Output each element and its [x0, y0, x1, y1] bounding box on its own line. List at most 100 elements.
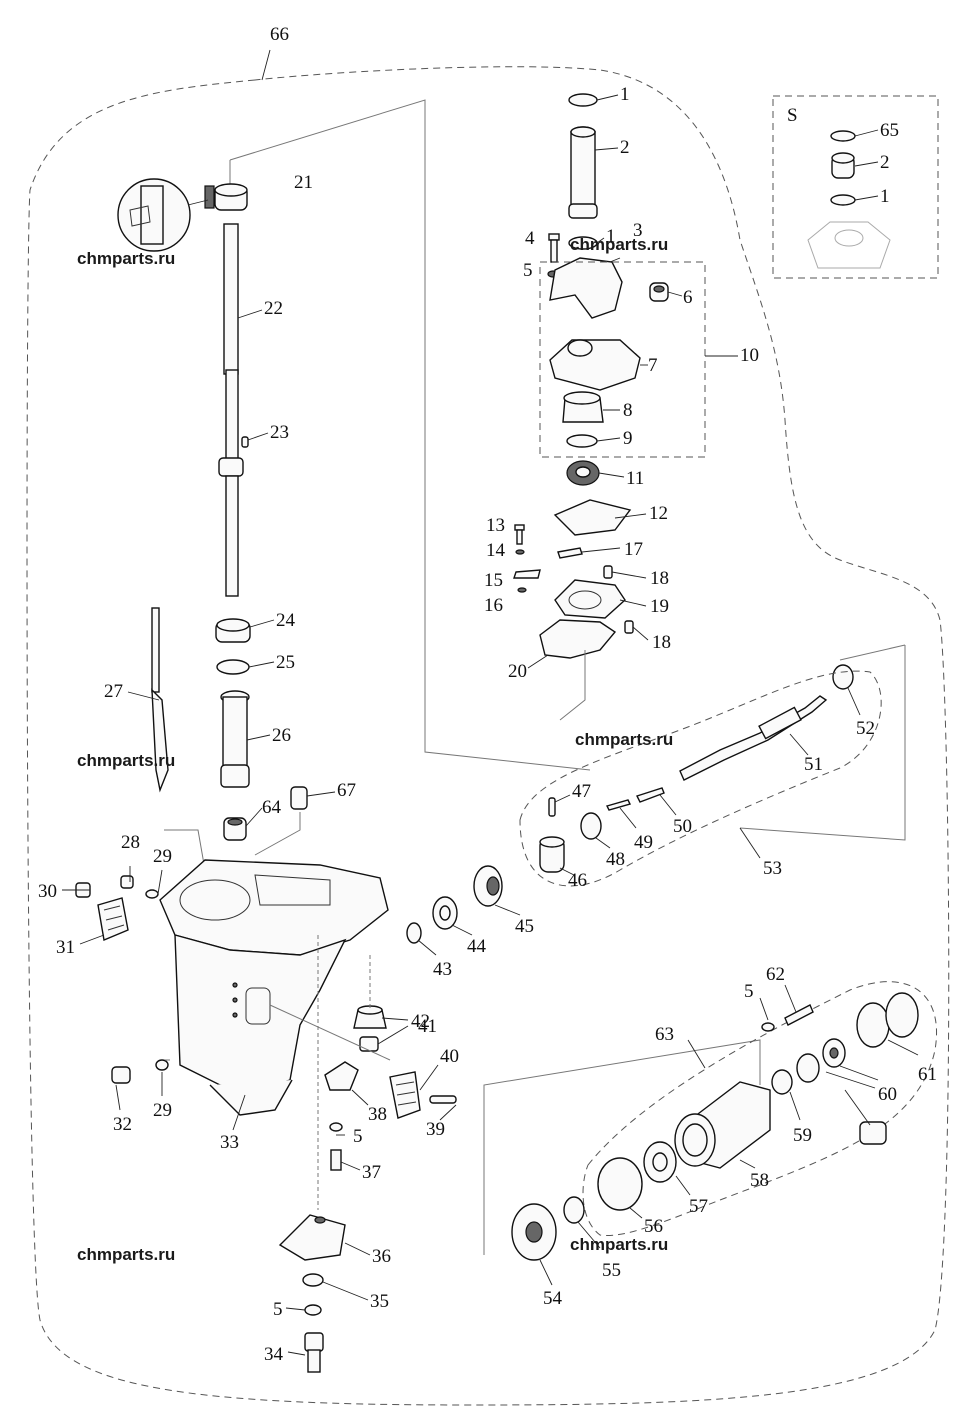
callout-34: 34 — [264, 1344, 284, 1365]
oring-25 — [216, 659, 250, 675]
cap-58 — [674, 1081, 771, 1169]
callout-29a: 29 — [153, 846, 172, 867]
callout-35: 35 — [370, 1291, 389, 1312]
washer-35 — [302, 1273, 324, 1287]
driveshaft-22 — [218, 223, 244, 597]
callout-50: 50 — [673, 816, 692, 837]
callout-64: 64 — [262, 797, 282, 818]
bolt-39 — [429, 1095, 457, 1104]
pin-49 — [605, 799, 632, 811]
callout-29b: 29 — [153, 1100, 172, 1121]
bushing-67 — [290, 786, 308, 810]
callout-65: 65 — [880, 120, 899, 141]
watermark-2: chmparts.ru — [570, 235, 668, 254]
kit-oring-1 — [830, 194, 856, 206]
impeller-11 — [566, 460, 600, 486]
leader-66 — [261, 49, 271, 81]
callout-18a: 18 — [650, 568, 669, 589]
kit-oring-65 — [830, 130, 856, 142]
callout-2a: 2 — [620, 137, 630, 158]
callout-44: 44 — [467, 936, 487, 957]
watermark-3: chmparts.ru — [77, 751, 175, 770]
callout-66: 66 — [270, 24, 289, 45]
callout-1b: 1 — [606, 226, 616, 247]
bolt-37 — [330, 1149, 342, 1171]
insert-cup-8 — [562, 391, 604, 423]
callout-54: 54 — [543, 1288, 563, 1309]
callout-11: 11 — [626, 468, 644, 489]
washer-43 — [406, 922, 422, 944]
anode-31 — [97, 897, 129, 941]
clutch-46 — [539, 836, 565, 873]
callout-33: 33 — [220, 1132, 239, 1153]
callout-22: 22 — [264, 298, 283, 319]
kit-grommet-2 — [831, 152, 855, 179]
gear-54 — [511, 1203, 557, 1261]
kit-box-s — [772, 95, 939, 279]
washer-29b — [155, 1059, 169, 1071]
plate-20 — [539, 619, 617, 659]
kit-marker-s: S — [787, 105, 798, 126]
callout-59: 59 — [793, 1125, 812, 1146]
callout-4: 4 — [525, 228, 535, 249]
seal-tool-ghost — [859, 1121, 887, 1145]
plate-3 — [549, 257, 623, 319]
watermark-6: chmparts.ru — [570, 1235, 668, 1254]
callout-7: 7 — [648, 355, 658, 376]
callout-51: 51 — [804, 754, 823, 775]
callout-52: 52 — [856, 718, 875, 739]
callout-12: 12 — [649, 503, 668, 524]
callout-17: 17 — [624, 539, 643, 560]
driveshaft-bushings-21 — [204, 183, 248, 211]
callout-49: 49 — [634, 832, 653, 853]
callout-37: 37 — [362, 1162, 381, 1183]
callout-56: 56 — [644, 1216, 663, 1237]
washer-29a — [145, 889, 159, 899]
anode-36 — [278, 1214, 346, 1261]
pin-47 — [548, 797, 556, 817]
washer-16 — [517, 587, 527, 593]
callout-5a: 5 — [523, 260, 533, 281]
pin-18b — [624, 620, 634, 634]
callout-41-visible: 41 — [418, 1016, 437, 1037]
callout-32: 32 — [113, 1114, 132, 1135]
watermark-4: chmparts.ru — [575, 730, 673, 749]
plug-32 — [111, 1066, 131, 1084]
callout-5c: 5 — [353, 1126, 363, 1147]
callout-20: 20 — [508, 661, 527, 682]
callout-10: 10 — [740, 345, 759, 366]
callout-62: 62 — [766, 964, 785, 985]
bearing-59 — [771, 1069, 793, 1095]
callout-28: 28 — [121, 832, 140, 853]
callout-63: 63 — [655, 1024, 674, 1045]
callout-5b: 5 — [273, 1299, 283, 1320]
callout-46: 46 — [568, 870, 587, 891]
callout-19: 19 — [650, 596, 669, 617]
callout-42: 42 — [411, 1011, 430, 1032]
callout-6: 6 — [683, 287, 693, 308]
tube-26 — [220, 690, 250, 788]
callout-13: 13 — [486, 515, 505, 536]
bearing-57 — [643, 1141, 677, 1183]
bushing-64 — [223, 817, 247, 841]
gearcase-33 — [159, 859, 389, 1116]
callout-5d: 5 — [744, 981, 754, 1002]
watermark-1: chmparts.ru — [77, 249, 175, 268]
detail-circle — [117, 178, 191, 252]
callout-9: 9 — [623, 428, 633, 449]
bracket-38 — [324, 1061, 359, 1091]
cap-enclosure-63 — [483, 1039, 761, 1255]
washer-5d — [761, 1022, 775, 1032]
assembly-boundary-66 — [26, 66, 950, 1406]
washer-14 — [515, 549, 525, 555]
orings-61 — [856, 992, 919, 1048]
callout-67: 67 — [337, 780, 356, 801]
callout-18b: 18 — [652, 632, 671, 653]
oring-1-top — [568, 93, 598, 107]
callout-24: 24 — [276, 610, 296, 631]
callout-26: 26 — [272, 725, 291, 746]
callout-48: 48 — [606, 849, 625, 870]
cap-nut-42 — [353, 1005, 387, 1029]
callout-27: 27 — [104, 681, 123, 702]
